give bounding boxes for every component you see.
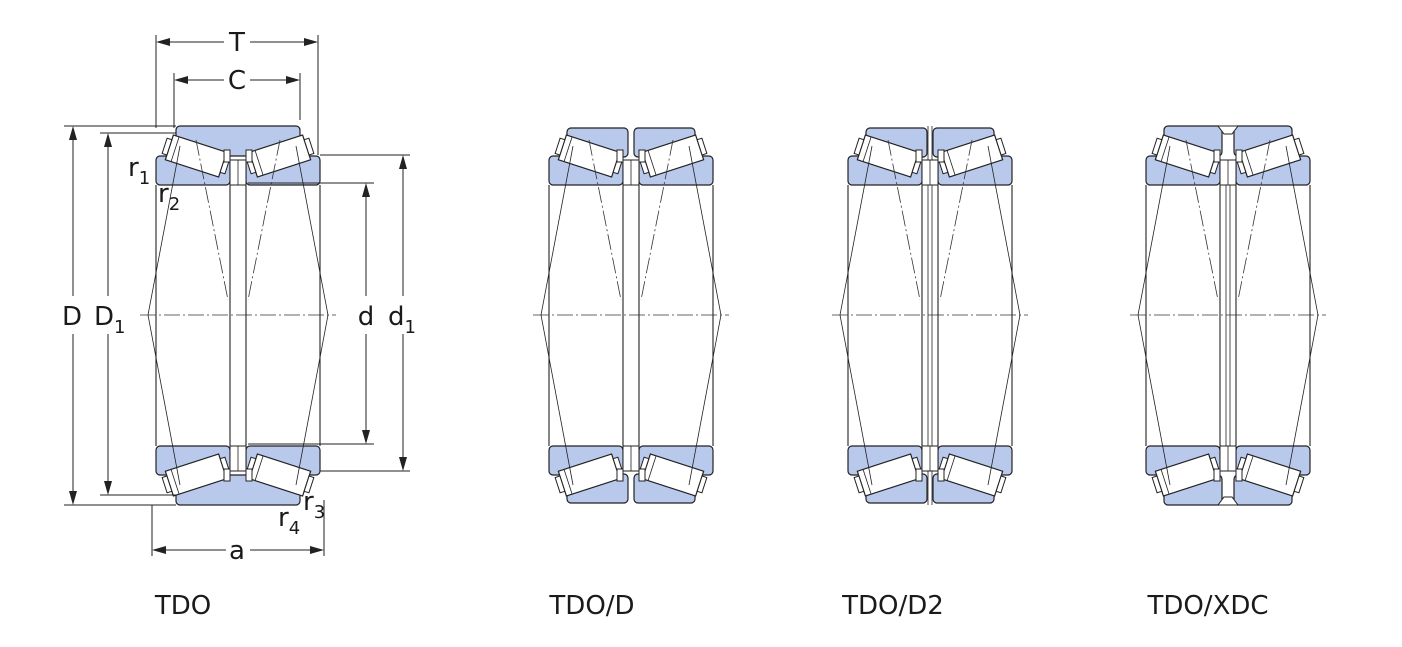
cage-end	[161, 137, 173, 156]
roller-axis	[247, 139, 281, 301]
roller-axis	[588, 139, 622, 301]
bearing-tdo-xdc-drawing	[1130, 125, 1326, 506]
cage-end	[554, 137, 566, 156]
roller	[1235, 453, 1305, 497]
cage-end	[696, 137, 708, 156]
cage-lug	[245, 468, 253, 482]
cage-end	[1151, 475, 1163, 494]
roller	[554, 453, 624, 497]
cage-end	[1151, 137, 1163, 156]
cage-end	[303, 475, 315, 494]
cage-end	[303, 137, 315, 156]
bearing-tdo-drawing	[140, 125, 336, 506]
roller-edge	[1160, 136, 1170, 162]
cage-end	[696, 475, 708, 494]
dimension-label-bore-diameter: d	[358, 302, 375, 332]
caption-tdo-d2: TDO/D2	[841, 591, 944, 621]
roller-edge	[862, 469, 872, 495]
cage-lug	[638, 149, 646, 163]
roller	[161, 453, 231, 497]
roller-edge	[946, 150, 956, 176]
roller	[853, 453, 923, 497]
pressure-line	[1137, 145, 1171, 486]
cage-lug	[223, 149, 231, 163]
cage-lug	[1235, 149, 1243, 163]
caption-tdo-xdc: TDO/XDC	[1146, 591, 1268, 621]
roller-edge	[170, 136, 180, 162]
pressure-line	[295, 145, 329, 486]
cage-lug	[937, 149, 945, 163]
cage-lug	[616, 468, 624, 482]
roller	[245, 134, 315, 178]
dimension-label-r2: r2	[158, 179, 180, 215]
cage-lug	[1213, 149, 1221, 163]
bearing-tdo-d2-drawing	[832, 126, 1028, 505]
cage-lug	[223, 468, 231, 482]
roller-axis	[887, 139, 921, 301]
dimension-lines	[64, 35, 410, 556]
dimension-label-d1-outer: D1	[94, 302, 125, 338]
cage-end	[1293, 137, 1305, 156]
roller-edge	[647, 455, 657, 481]
roller-edge	[563, 136, 573, 162]
cage-end	[853, 475, 865, 494]
pressure-line	[987, 145, 1021, 486]
cage-lug	[915, 149, 923, 163]
roller-edge	[862, 136, 872, 162]
cage-end	[995, 137, 1007, 156]
dimension-label-c: C	[228, 66, 246, 96]
roller-edge	[1244, 455, 1254, 481]
roller-edge	[563, 469, 573, 495]
cage-lug	[638, 468, 646, 482]
pressure-line	[688, 145, 722, 486]
lubrication-notch	[1217, 496, 1239, 506]
dimension-label-outer-diameter: D	[62, 302, 82, 332]
roller	[1151, 134, 1221, 178]
dimension-label-t: T	[228, 28, 245, 58]
roller-edge	[946, 455, 956, 481]
caption-tdo-d: TDO/D	[548, 591, 634, 621]
dimension-label-r1: r1	[128, 153, 150, 189]
roller	[937, 134, 1007, 178]
cage-lug	[1235, 468, 1243, 482]
roller-edge	[254, 455, 264, 481]
cage-end	[161, 475, 173, 494]
pressure-line	[1285, 145, 1319, 486]
lubrication-notch	[1217, 125, 1239, 135]
cage-end	[554, 475, 566, 494]
roller-edge	[647, 150, 657, 176]
cage-end	[853, 137, 865, 156]
roller-axis	[939, 139, 973, 301]
roller-edge	[170, 469, 180, 495]
cage-lug	[1213, 468, 1221, 482]
cage-lug	[937, 468, 945, 482]
cage-end	[1293, 475, 1305, 494]
dimension-label-r4: r4	[278, 503, 300, 539]
dimension-label-d1-inner: d1	[388, 302, 416, 338]
roller-axis	[640, 139, 674, 301]
cage-lug	[915, 468, 923, 482]
caption-tdo: TDO	[154, 591, 211, 621]
roller-edge	[1244, 150, 1254, 176]
roller-axis	[1237, 139, 1271, 301]
roller-edge	[254, 150, 264, 176]
cage-lug	[245, 149, 253, 163]
cage-lug	[616, 149, 624, 163]
cage-end	[995, 475, 1007, 494]
pressure-line	[839, 145, 873, 486]
dimension-label-r3: r3	[303, 487, 325, 523]
roller-axis	[195, 139, 229, 301]
dimension-label-a: a	[229, 536, 245, 566]
roller-edge	[1160, 469, 1170, 495]
roller-axis	[1185, 139, 1219, 301]
pressure-line	[540, 145, 574, 486]
bearing-tdo-d-drawing	[533, 127, 729, 504]
